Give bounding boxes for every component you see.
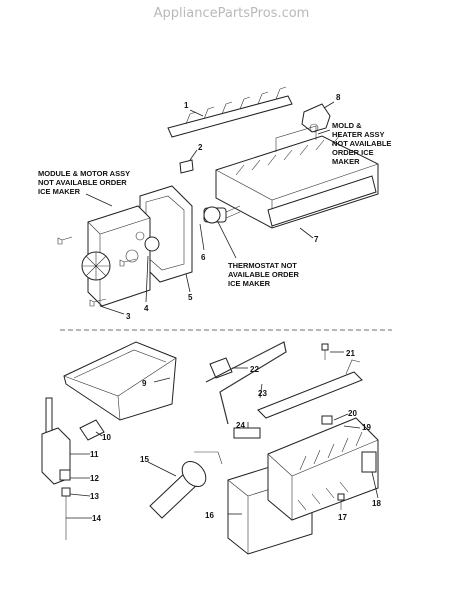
leader-line (199, 223, 205, 251)
callout-14: 14 (92, 514, 101, 523)
leader-line (145, 255, 149, 303)
leader-line (317, 129, 331, 135)
callout-1: 1 (184, 101, 189, 110)
leader-line (153, 377, 171, 383)
callout-22: 22 (250, 365, 259, 374)
fill-tube-part (149, 451, 223, 519)
leader-line (323, 101, 335, 109)
watermark: AppliancePartsPros.com (153, 6, 310, 21)
leader-line (95, 431, 103, 437)
svg-text:MODULE & MOTOR ASSY: MODULE & MOTOR ASSY (38, 169, 130, 178)
callout-11: 11 (90, 450, 99, 459)
svg-text:MOLD &: MOLD & (332, 121, 362, 130)
leader-line (259, 383, 263, 399)
callout-17: 17 (338, 513, 347, 522)
clip-part (179, 159, 194, 174)
bracket-part (79, 419, 105, 441)
callout-18: 18 (372, 499, 381, 508)
svg-text:THERMOSTAT NOT: THERMOSTAT NOT (228, 261, 297, 270)
svg-text:ORDER ICE: ORDER ICE (332, 148, 374, 157)
callout-8: 8 (336, 93, 341, 102)
leader-line (189, 149, 198, 161)
leader-line (333, 413, 349, 421)
callout-12: 12 (90, 474, 99, 483)
callout-5: 5 (188, 293, 193, 302)
leader-line (299, 227, 314, 239)
svg-text:AVAILABLE ORDER: AVAILABLE ORDER (228, 270, 300, 279)
callout-9: 9 (142, 379, 147, 388)
callout-4: 4 (144, 304, 149, 313)
callout-19: 19 (362, 423, 371, 432)
callout-3: 3 (126, 312, 131, 321)
svg-text:HEATER ASSY: HEATER ASSY (332, 130, 385, 139)
leader-line (99, 305, 125, 315)
callout-21: 21 (346, 349, 355, 358)
leader-line (371, 471, 379, 499)
heater-bracket-part (267, 175, 377, 227)
callout-15: 15 (140, 455, 149, 464)
svg-text:ICE MAKER: ICE MAKER (228, 279, 271, 288)
callout-20: 20 (348, 409, 357, 418)
module-motor-part (81, 205, 151, 307)
leader-line (69, 493, 91, 497)
thermostat-part (203, 205, 241, 224)
gear-part (144, 236, 160, 252)
callout-23: 23 (258, 389, 267, 398)
callout-10: 10 (102, 433, 111, 442)
fill-cup-part (301, 103, 331, 133)
callout-24: 24 (236, 421, 245, 430)
screw-part (337, 493, 345, 510)
screw-part (321, 343, 329, 360)
leader-line (343, 425, 361, 429)
callout-16: 16 (205, 511, 214, 520)
leader-line (185, 273, 191, 293)
leader-line (147, 461, 177, 477)
screw-part (57, 236, 137, 307)
ice-bin-part (63, 341, 177, 421)
ejector-shaft-part (167, 86, 293, 138)
svg-text:NOT AVAILABLE ORDER: NOT AVAILABLE ORDER (38, 178, 127, 187)
retainer-clip-part (209, 357, 233, 379)
auger-motor-part (41, 397, 71, 540)
note-module-motor: MODULE & MOTOR ASSY NOT AVAILABLE ORDER … (38, 169, 130, 196)
leader-line (189, 109, 204, 117)
ice-maker-assembly-part (233, 359, 379, 521)
leader-line (217, 221, 237, 259)
note-mold-heater: MOLD & HEATER ASSY NOT AVAILABLE ORDER I… (332, 121, 391, 166)
callout-13: 13 (90, 492, 99, 501)
callout-7: 7 (314, 235, 319, 244)
svg-text:MAKER: MAKER (332, 157, 360, 166)
callout-2: 2 (198, 143, 203, 152)
note-thermostat: THERMOSTAT NOT AVAILABLE ORDER ICE MAKER (228, 261, 300, 288)
svg-text:NOT AVAILABLE: NOT AVAILABLE (332, 139, 391, 148)
callout-6: 6 (201, 253, 206, 262)
bail-arm-part (205, 341, 287, 425)
svg-text:ICE MAKER: ICE MAKER (38, 187, 81, 196)
leader-line (85, 193, 113, 207)
